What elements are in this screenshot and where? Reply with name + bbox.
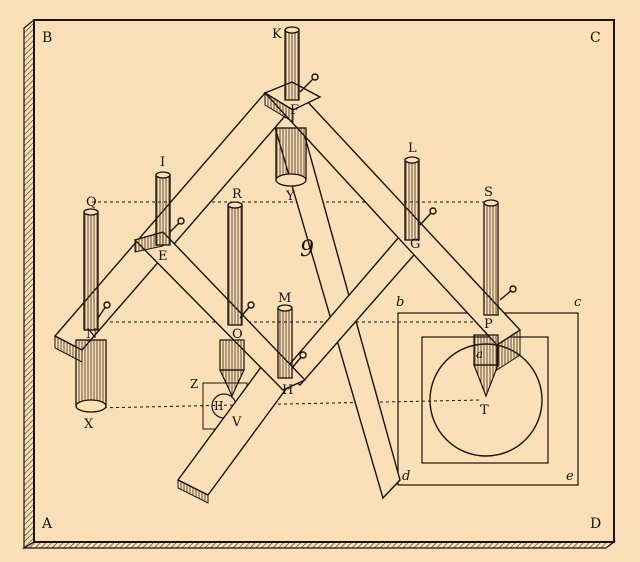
label-x: X [84,417,94,432]
label-l: L [408,141,417,156]
label-g: G [410,237,420,252]
weight-y [275,127,307,187]
labels: B C A D 9 K F Y I E R O L G S P Q N X M … [41,27,601,532]
rods [83,26,499,379]
label-e-lower: e [566,469,574,484]
label-y: Y [285,189,295,204]
rod-l [404,156,420,241]
stylus-a [473,334,499,398]
label-z: Z [190,377,198,391]
rod-r [227,201,243,326]
pins [97,73,517,369]
label-s: S [484,185,493,200]
weight-x [75,339,107,413]
label-h: H [282,383,293,398]
corner-label-b: B [42,30,52,46]
label-n: N [86,327,97,342]
label-o: O [232,327,243,342]
rod-i [155,171,171,246]
corner-label-c: C [590,30,601,46]
label-b: b [396,295,404,310]
stylus-ii [219,339,245,398]
label-f: F [290,103,299,118]
label-d: d [402,469,410,484]
label-q: Q [86,195,97,210]
label-ii: II [214,399,224,413]
label-c: c [574,295,582,310]
rod-m [277,304,293,379]
label-r: R [232,187,243,202]
label-k: K [272,27,282,42]
corner-label-a: A [41,516,53,532]
rod-q [83,208,99,331]
figure-number: 9 [300,237,314,262]
label-a: a [476,347,483,361]
rod-k [284,26,300,101]
label-e: E [158,249,168,264]
label-t: T [480,403,489,418]
label-p: P [484,317,493,332]
label-i: I [160,155,165,170]
rod-s [483,199,499,316]
label-v: V [231,415,242,430]
corner-label-d: D [590,516,601,532]
arm-lower-left [176,354,302,504]
label-m: M [278,291,291,306]
